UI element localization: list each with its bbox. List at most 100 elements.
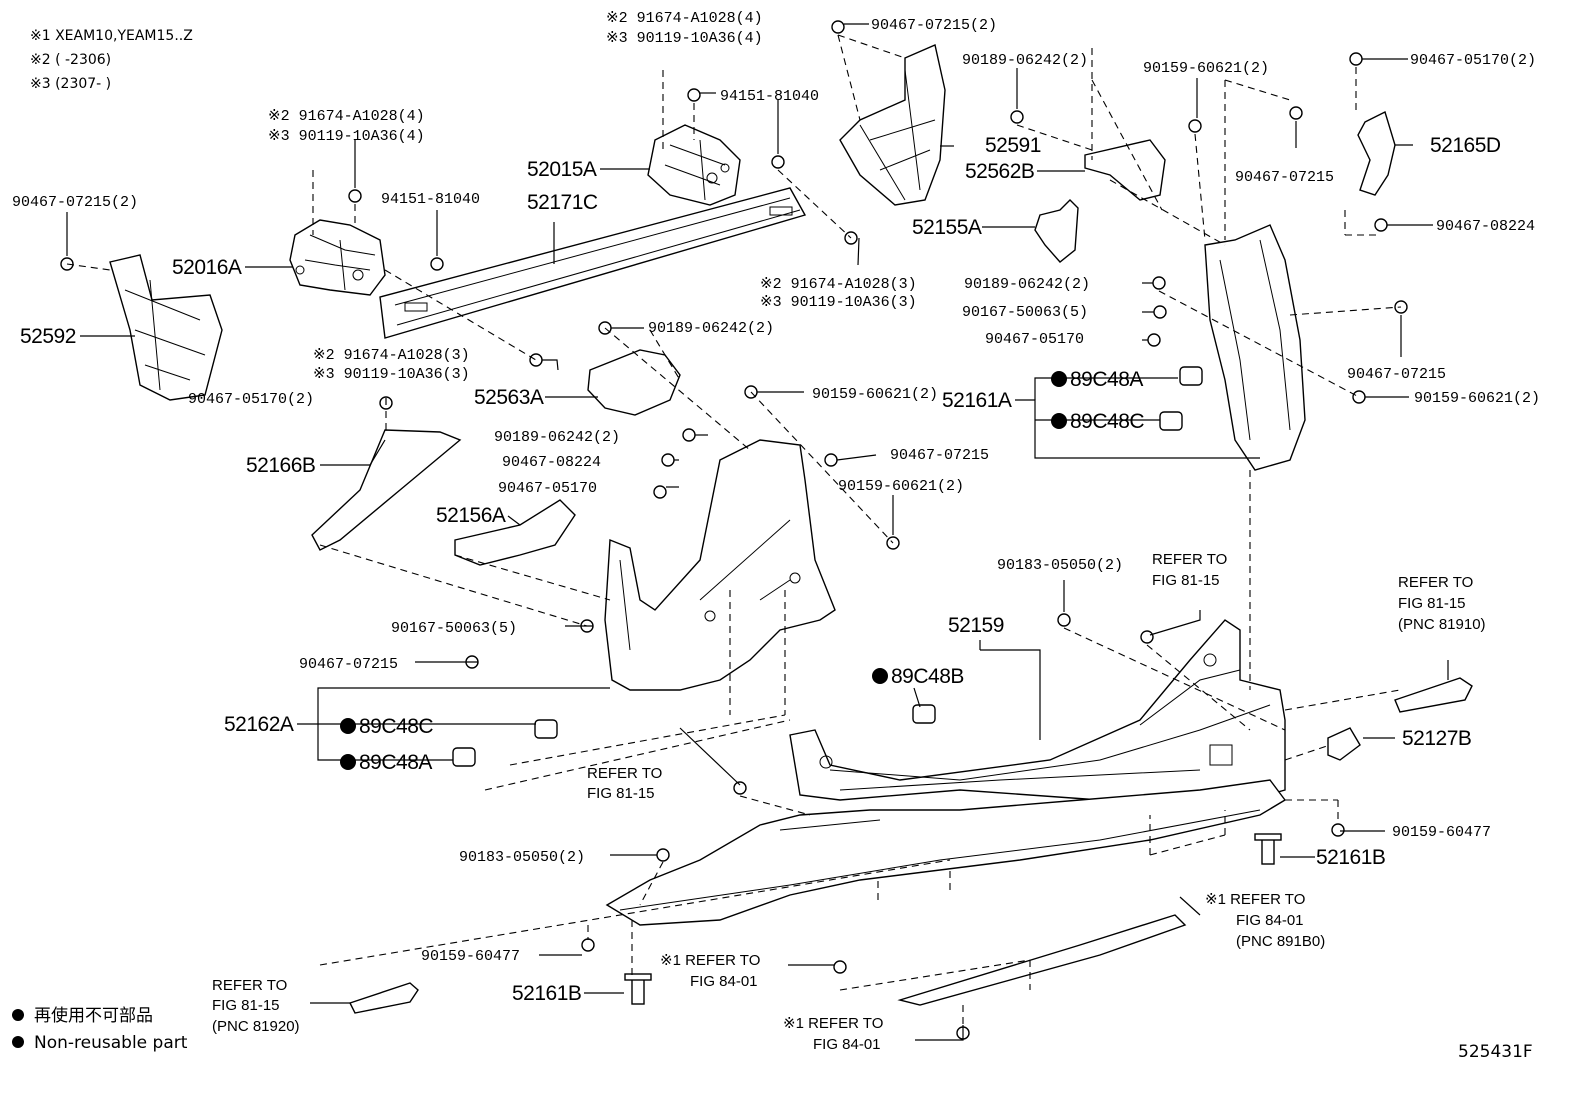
pnc-89C48C-right: 89C48C: [1070, 410, 1144, 433]
pnc-52165D: 52165D: [1430, 134, 1501, 157]
refer-labels: REFER TO FIG 81-15 REFER TO FIG 81-15 (P…: [212, 551, 1486, 1053]
pn-a1: ※2 91674-A1028(4): [606, 10, 763, 27]
part-52015A-shape: [647, 124, 741, 206]
part-reflector-right-shape: [1394, 677, 1473, 713]
pn-k1: 90189-06242(2): [494, 429, 620, 446]
pnc-52155A: 52155A: [912, 216, 982, 239]
pnc-52161B-left: 52161B: [512, 982, 581, 1005]
pn-m1: 90183-05050(2): [997, 557, 1123, 574]
pnc-89C48A-left: 89C48A: [359, 751, 432, 774]
legend-dot-en: [12, 1036, 24, 1048]
pn-l1: 90167-50063(5): [391, 620, 517, 637]
pnc-89C48A-right: 89C48A: [1070, 368, 1143, 391]
refer-7-line1: ※1 REFER TO: [783, 1015, 883, 1032]
pn-h5: 90159-60621(2): [1414, 390, 1540, 407]
pn-h2: 90167-50063(5): [962, 304, 1088, 321]
pnc-52562B: 52562B: [965, 160, 1034, 183]
part-52165D-shape: [1357, 111, 1396, 196]
leader-lines: [66, 23, 1449, 1041]
pnc-52563A: 52563A: [474, 386, 544, 409]
refer-6-line2: FIG 81-15: [212, 997, 280, 1014]
non-reusable-dots: [340, 371, 1067, 770]
note-3: ※3 (2307- ): [30, 76, 111, 92]
figure-id: 525431F: [1458, 1042, 1533, 1062]
pnc-52162A: 52162A: [224, 713, 294, 736]
part-52166B-shape: [311, 429, 462, 551]
pnc-labels: 52592 52016A 52015A 52171C 52591 52562B …: [20, 134, 1501, 1005]
part-52171C-shape: [379, 187, 807, 339]
connector-shapes: [452, 366, 1203, 767]
part-52016A-shape: [289, 219, 386, 296]
pn-g3: 90467-05170(2): [1410, 52, 1536, 69]
pn-b2: ※3 90119-10A36(4): [268, 128, 425, 145]
part-52127B-shape: [1327, 727, 1361, 761]
legend-dot-jp: [12, 1009, 24, 1021]
part-number-labels: ※2 91674-A1028(4) ※3 90119-10A36(4) ※2 9…: [12, 10, 1540, 965]
fastener-shapes: [60, 20, 1408, 1040]
pnc-52127B: 52127B: [1402, 727, 1471, 750]
refer-6-line1: REFER TO: [212, 977, 287, 994]
pnc-89C48B: 89C48B: [891, 665, 964, 688]
pnc-89C48C-left: 89C48C: [359, 715, 433, 738]
pn-g2: 90159-60621(2): [1143, 60, 1269, 77]
pn-g1: 90189-06242(2): [962, 52, 1088, 69]
pn-b1: ※2 91674-A1028(4): [268, 108, 425, 125]
pn-n1: 90159-60477: [1392, 824, 1491, 841]
refer-5-line2: FIG 84-01: [690, 973, 758, 990]
refer-1-line1: REFER TO: [1152, 551, 1227, 568]
pnc-52166B: 52166B: [246, 454, 315, 477]
part-52155A-shape: [1034, 199, 1079, 263]
pnc-52016A: 52016A: [172, 256, 242, 279]
pn-k4: 90467-07215: [890, 447, 989, 464]
refer-7-line2: FIG 84-01: [813, 1036, 881, 1053]
pn-j2: 90159-60621(2): [812, 386, 938, 403]
refer-2-line3: (PNC 81910): [1398, 616, 1486, 633]
pnc-52171C: 52171C: [527, 191, 598, 214]
pn-h1: 90189-06242(2): [964, 276, 1090, 293]
part-reflector-left-shape: [349, 982, 419, 1014]
refer-5-line1: ※1 REFER TO: [660, 952, 760, 969]
pn-n2: 90159-60477: [421, 948, 520, 965]
pn-g4: 90467-07215: [1235, 169, 1334, 186]
refer-3-line1: REFER TO: [587, 765, 662, 782]
legend-jp: 再使用不可部品: [34, 1005, 153, 1026]
pn-e1: ※2 91674-A1028(3): [760, 276, 917, 293]
note-2: ※2 ( -2306): [30, 52, 111, 68]
assembly-lines: [66, 34, 1402, 1025]
pn-l2: 90467-07215: [299, 656, 398, 673]
pn-c2: 94151-81040: [381, 191, 480, 208]
part-52591-shape: [839, 44, 946, 206]
note-1: ※1 XEAM10,YEAM15..Z: [30, 28, 193, 44]
part-52156A-shape: [454, 499, 576, 566]
part-lower-rail-shape: [897, 914, 1187, 1006]
pnc-52159: 52159: [948, 614, 1004, 637]
part-52162A-shape: [604, 439, 836, 691]
pnc-52161A: 52161A: [942, 389, 1012, 412]
refer-1-line2: FIG 81-15: [1152, 572, 1220, 589]
pnc-52592: 52592: [20, 325, 76, 348]
pn-g5: 90467-08224: [1436, 218, 1535, 235]
pnc-52156A: 52156A: [436, 504, 506, 527]
model-notes: ※1 XEAM10,YEAM15..Z ※2 ( -2306) ※3 (2307…: [30, 28, 193, 92]
part-52161B-clip-right-shape: [1254, 833, 1282, 865]
refer-4-line3: (PNC 891B0): [1236, 933, 1325, 950]
refer-2-line2: FIG 81-15: [1398, 595, 1466, 612]
refer-2-line1: REFER TO: [1398, 574, 1473, 591]
pn-j1: 90189-06242(2): [648, 320, 774, 337]
pn-d1: 90467-07215(2): [871, 17, 997, 34]
part-lower-bumper-shape: [605, 779, 1287, 926]
pn-h4: 90467-07215: [1347, 366, 1446, 383]
pn-k2: 90467-08224: [502, 454, 601, 471]
refer-4-line2: FIG 84-01: [1236, 912, 1304, 929]
refer-3-line2: FIG 81-15: [587, 785, 655, 802]
pn-f1: ※2 91674-A1028(3): [313, 347, 470, 364]
pn-e2: ※3 90119-10A36(3): [760, 294, 917, 311]
pnc-52015A: 52015A: [527, 158, 597, 181]
refer-6-line3: (PNC 81920): [212, 1018, 300, 1035]
part-52161B-clip-left-shape: [624, 973, 652, 1005]
part-52562B-shape: [1084, 139, 1166, 201]
pn-d2: 90467-07215(2): [12, 194, 138, 211]
pn-m2: 90183-05050(2): [459, 849, 585, 866]
pn-k5: 90159-60621(2): [838, 478, 964, 495]
